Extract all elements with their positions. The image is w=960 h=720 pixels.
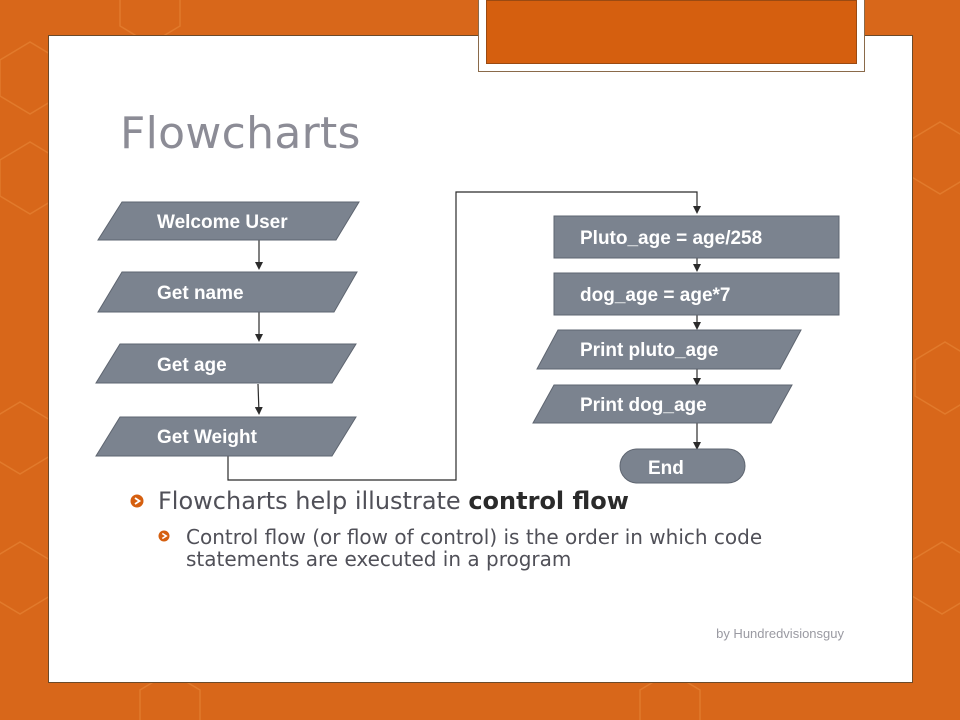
svg-text:Welcome User: Welcome User: [157, 212, 288, 233]
decorative-tab: [486, 0, 857, 64]
bullet-sub: Control flow (or flow of control) is the…: [158, 526, 816, 570]
bullet-icon: [158, 530, 170, 542]
bullet-sub-text: Control flow (or flow of control) is the…: [186, 525, 763, 571]
node-pluto-age: Pluto_age = age/258: [553, 215, 840, 259]
node-print-dog-age: Print dog_age: [532, 384, 793, 424]
node-get-weight: Get Weight: [95, 416, 357, 457]
svg-text:Print pluto_age: Print pluto_age: [580, 340, 718, 361]
bullet-icon: [130, 494, 144, 508]
svg-text:Get age: Get age: [157, 355, 227, 376]
bullet-list: Flowcharts help illustrate control flow …: [130, 486, 810, 570]
node-print-pluto-age: Print pluto_age: [536, 329, 802, 370]
svg-text:End: End: [648, 458, 684, 479]
connector-age-to-weight: [254, 383, 263, 415]
svg-text:Print dog_age: Print dog_age: [580, 395, 707, 416]
bullet-main-emphasis: control flow: [468, 487, 629, 515]
node-dog-age: dog_age = age*7: [553, 272, 840, 316]
svg-text:dog_age = age*7: dog_age = age*7: [580, 285, 730, 306]
connector-weight-to-pluto: [227, 191, 701, 481]
svg-text:Pluto_age = age/258: Pluto_age = age/258: [580, 228, 762, 249]
bullet-main: Flowcharts help illustrate control flow: [130, 486, 810, 516]
svg-text:Get name: Get name: [157, 283, 244, 304]
svg-text:Get Weight: Get Weight: [157, 427, 258, 448]
bullet-main-text: Flowcharts help illustrate: [158, 487, 469, 515]
slide-title: Flowcharts: [120, 108, 361, 159]
node-get-name: Get name: [97, 271, 358, 313]
node-get-age: Get age: [95, 343, 357, 384]
credit-text: by Hundredvisionsguy: [716, 626, 844, 641]
node-end: End: [619, 448, 746, 484]
node-welcome-user: Welcome User: [97, 201, 360, 241]
